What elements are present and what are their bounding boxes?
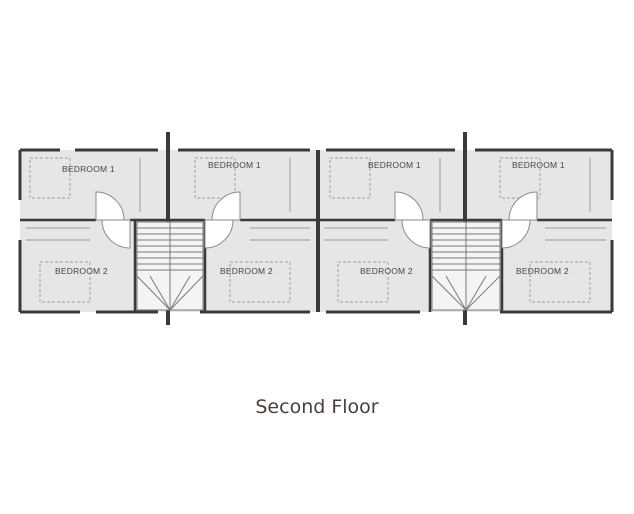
stairs-left — [136, 221, 204, 311]
bedroom-label: BEDROOM 1 — [368, 160, 421, 170]
bedroom-label: BEDROOM 1 — [62, 164, 115, 174]
exterior-walls — [18, 148, 614, 314]
fixture-lines — [29, 157, 591, 303]
closet-lines — [26, 158, 606, 241]
bedroom-label: BEDROOM 2 — [516, 266, 569, 276]
bedroom-label: BEDROOM 2 — [220, 266, 273, 276]
stairs-right — [431, 221, 501, 311]
bedroom-label: BEDROOM 1 — [208, 160, 261, 170]
door-swings — [95, 191, 538, 249]
floor-caption: Second Floor — [255, 396, 379, 418]
bedroom-label: BEDROOM 2 — [55, 266, 108, 276]
bedroom-label: BEDROOM 1 — [512, 160, 565, 170]
bedroom-label: BEDROOM 2 — [360, 266, 413, 276]
